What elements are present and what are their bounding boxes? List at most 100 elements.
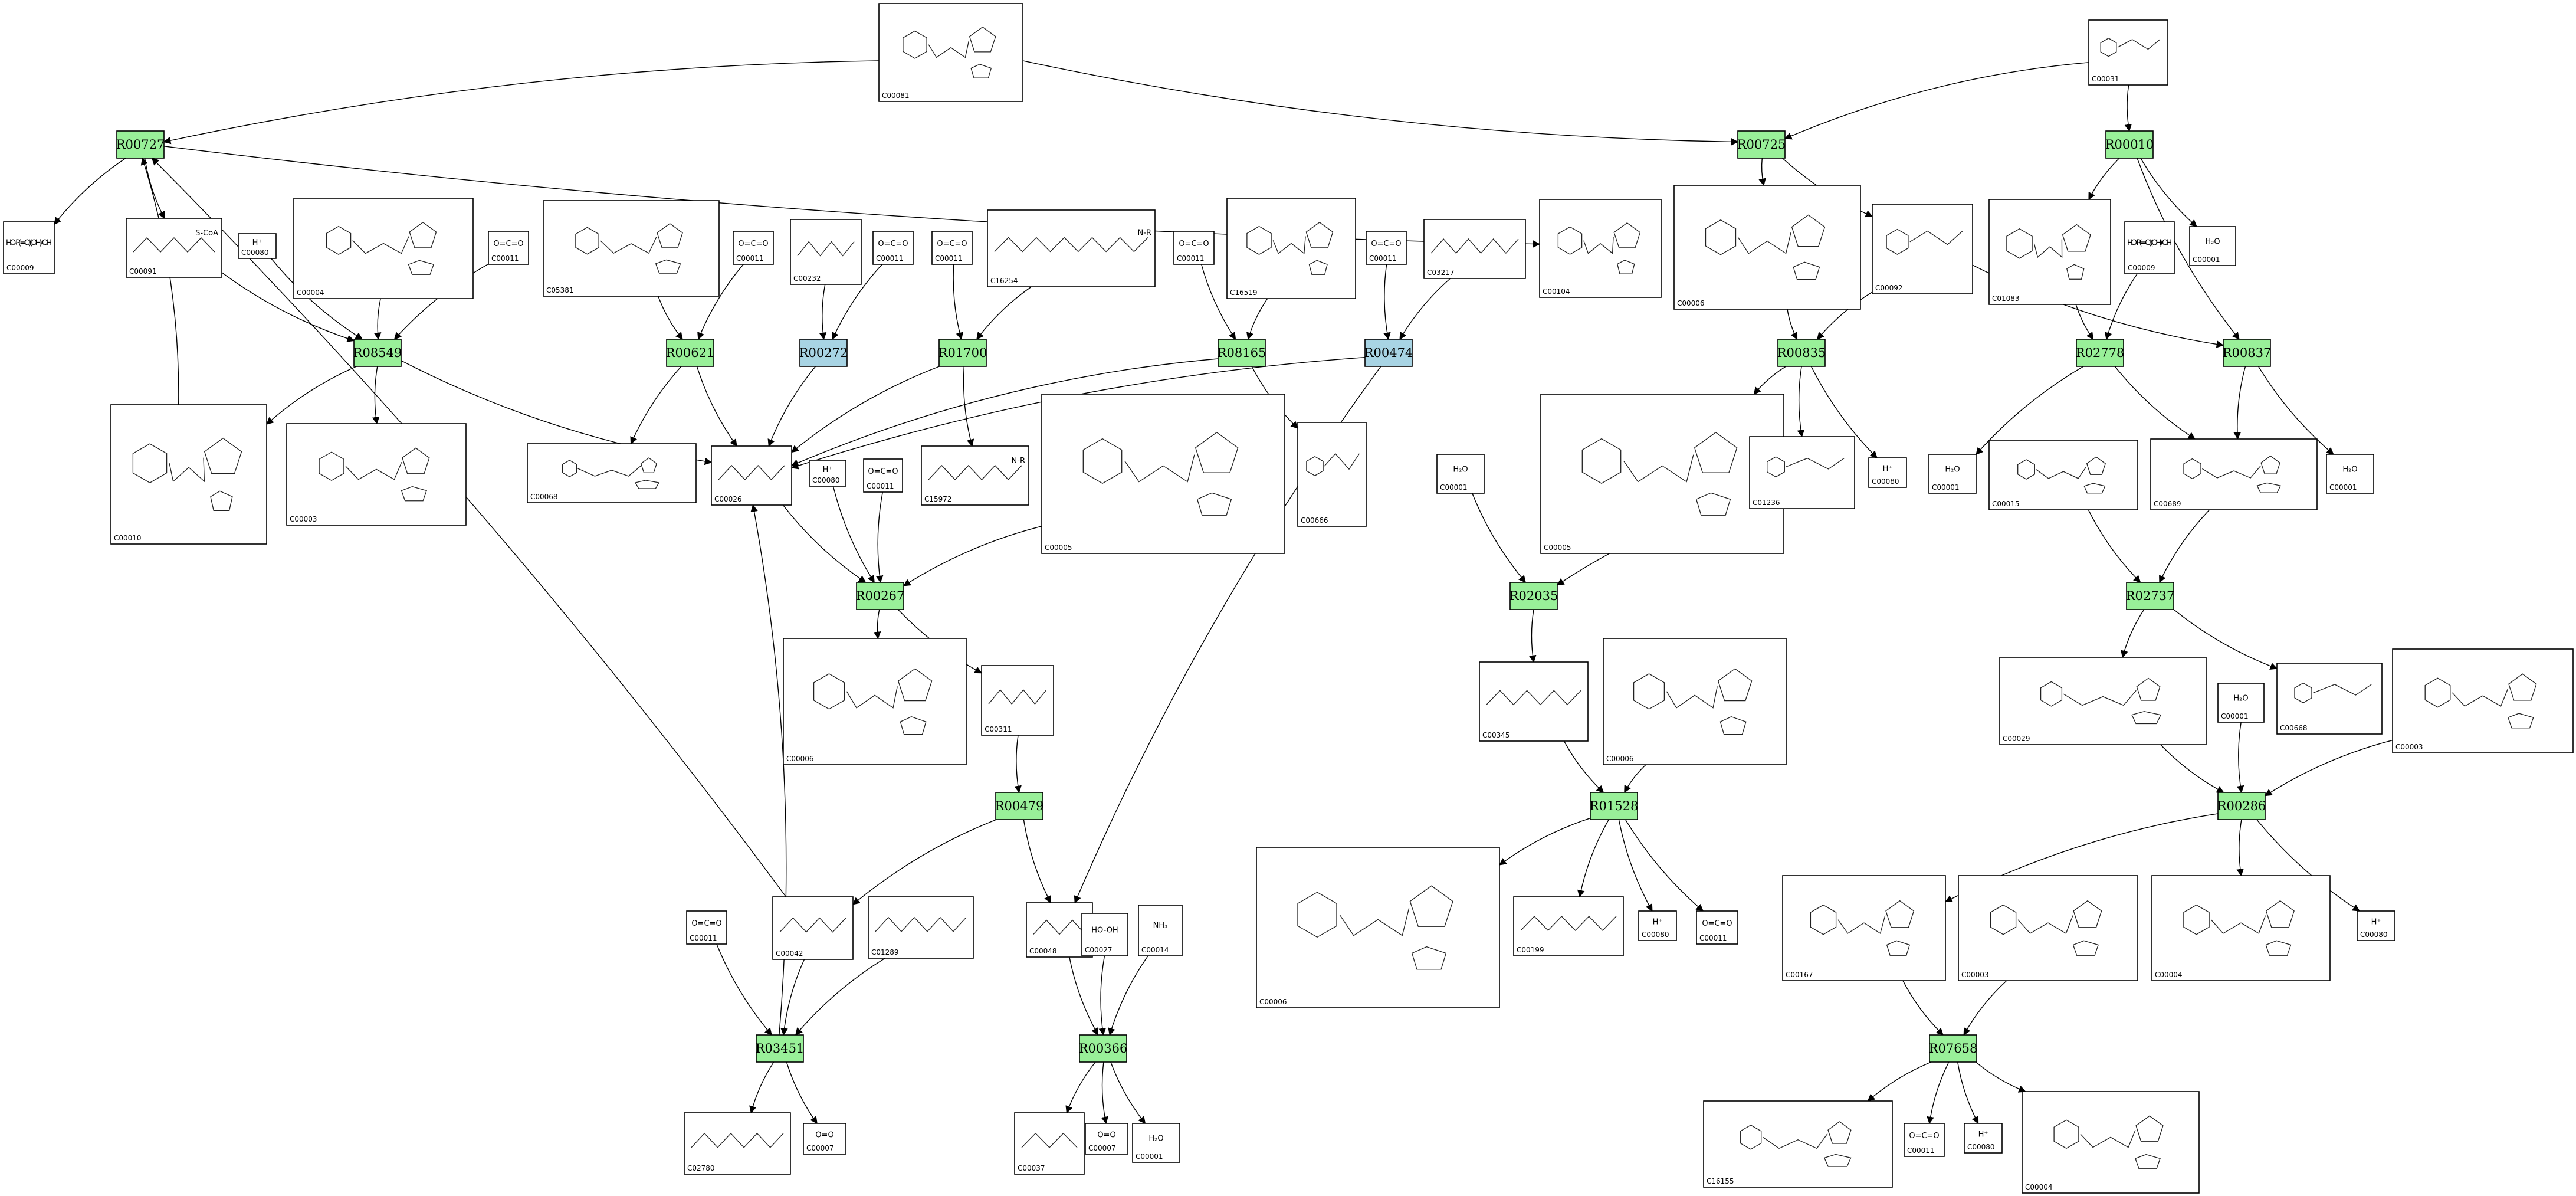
compound-c00080[interactable]: H⁺C00080 [809, 460, 846, 487]
compound-c00006[interactable]: C00006 [1603, 638, 1787, 765]
compound-c00029[interactable]: C00029 [1999, 657, 2207, 745]
compound-c00003[interactable]: C00003 [286, 423, 467, 526]
compound-c00004[interactable]: C00004 [2022, 1091, 2200, 1194]
reaction-r02035[interactable]: R02035 [1509, 582, 1558, 610]
reaction-r00837[interactable]: R00837 [2223, 339, 2272, 367]
compound-c00006[interactable]: C00006 [1673, 185, 1861, 310]
compound-c00167[interactable]: C00167 [1782, 875, 1946, 981]
compound-id-label: C00080 [1872, 477, 1899, 486]
compound-c00004[interactable]: C00004 [2151, 875, 2331, 981]
compound-c00042[interactable]: C00042 [772, 896, 854, 960]
compound-structure-text: H⁺ [1978, 1131, 1988, 1139]
compound-c00037[interactable]: C00037 [1014, 1112, 1085, 1175]
compound-c00003[interactable]: C00003 [2392, 648, 2574, 753]
compound-c00006[interactable]: C00006 [783, 638, 967, 765]
ring-shape [2135, 1154, 2161, 1169]
reaction-r00272[interactable]: R00272 [799, 339, 848, 367]
compound-c00080[interactable]: H⁺C00080 [1638, 910, 1677, 941]
compound-c00080[interactable]: H⁺C00080 [1868, 457, 1907, 488]
reaction-r08165[interactable]: R08165 [1218, 339, 1266, 367]
compound-c00026[interactable]: C00026 [711, 445, 792, 506]
compound-c00081[interactable]: C00081 [878, 3, 1023, 102]
compound-box [1603, 638, 1787, 765]
compound-c00104[interactable]: C00104 [1539, 199, 1662, 298]
reaction-r00366[interactable]: R00366 [1079, 1034, 1128, 1063]
reaction-r00725[interactable]: R00725 [1737, 130, 1786, 159]
reaction-r01700[interactable]: R01700 [938, 339, 987, 367]
compound-c00668[interactable]: C00668 [2276, 663, 2383, 735]
reaction-r00479[interactable]: R00479 [995, 792, 1044, 820]
compound-c01289[interactable]: C01289 [868, 896, 974, 959]
compound-id-label: C00003 [290, 515, 317, 523]
reaction-r00474[interactable]: R00474 [1364, 339, 1413, 367]
compound-c00015[interactable]: C00015 [1988, 440, 2138, 510]
compound-c00080[interactable]: H⁺C00080 [238, 233, 277, 259]
reaction-r00835[interactable]: R00835 [1777, 339, 1826, 367]
compound-c00311[interactable]: C00311 [981, 665, 1054, 736]
reaction-r07658[interactable]: R07658 [1929, 1034, 1978, 1063]
reaction-r01528[interactable]: R01528 [1590, 792, 1639, 820]
reaction-r00727[interactable]: R00727 [116, 130, 165, 159]
compound-c00006[interactable]: C00006 [1256, 847, 1500, 1008]
compound-c16155[interactable]: C16155 [1703, 1100, 1893, 1188]
reaction-r00267[interactable]: R00267 [856, 582, 905, 610]
compound-c00005[interactable]: C00005 [1041, 394, 1285, 554]
compound-c00068[interactable]: C00068 [527, 443, 697, 503]
edge-arrow [875, 491, 884, 584]
compound-box [1423, 219, 1526, 279]
compound-c00232[interactable]: C00232 [790, 219, 862, 285]
compound-c00092[interactable]: C00092 [1872, 204, 1973, 294]
compound-c00031[interactable]: C00031 [2088, 19, 2168, 86]
compound-c01236[interactable]: C01236 [1749, 436, 1855, 509]
reaction-r02737[interactable]: R02737 [2126, 582, 2175, 610]
compound-c00003[interactable]: C00003 [1958, 875, 2138, 981]
compound-c00080[interactable]: H⁺C00080 [2357, 910, 2395, 941]
compound-c00010[interactable]: C00010 [110, 404, 267, 545]
reaction-r08549[interactable]: R08549 [353, 339, 402, 367]
compound-c00199[interactable]: C00199 [1513, 896, 1624, 956]
compound-c00004[interactable]: C00004 [293, 198, 474, 299]
reaction-r03451[interactable]: R03451 [756, 1034, 805, 1063]
compound-c05381[interactable]: C05381 [543, 200, 720, 297]
reaction-r00621[interactable]: R00621 [666, 339, 715, 367]
compound-c03217[interactable]: C03217 [1423, 219, 1526, 279]
compound-c16519[interactable]: C16519 [1226, 198, 1356, 299]
compound-c00666[interactable]: C00666 [1297, 422, 1367, 527]
compound-c00005[interactable]: C00005 [1540, 394, 1784, 554]
compound-c02780[interactable]: C02780 [684, 1112, 791, 1175]
compound-box [2189, 226, 2236, 266]
compound-c00345[interactable]: C00345 [1479, 661, 1589, 742]
reaction-r02778[interactable]: R02778 [2076, 339, 2125, 367]
compound-c00689[interactable]: C00689 [2150, 438, 2318, 510]
reaction-r00286[interactable]: R00286 [2217, 792, 2266, 820]
reaction-r00010[interactable]: R00010 [2105, 130, 2154, 159]
compound-id-label: C00689 [2154, 500, 2181, 508]
compound-c00080[interactable]: H⁺C00080 [1964, 1123, 2003, 1154]
compound-c01083[interactable]: C01083 [1988, 199, 2111, 305]
